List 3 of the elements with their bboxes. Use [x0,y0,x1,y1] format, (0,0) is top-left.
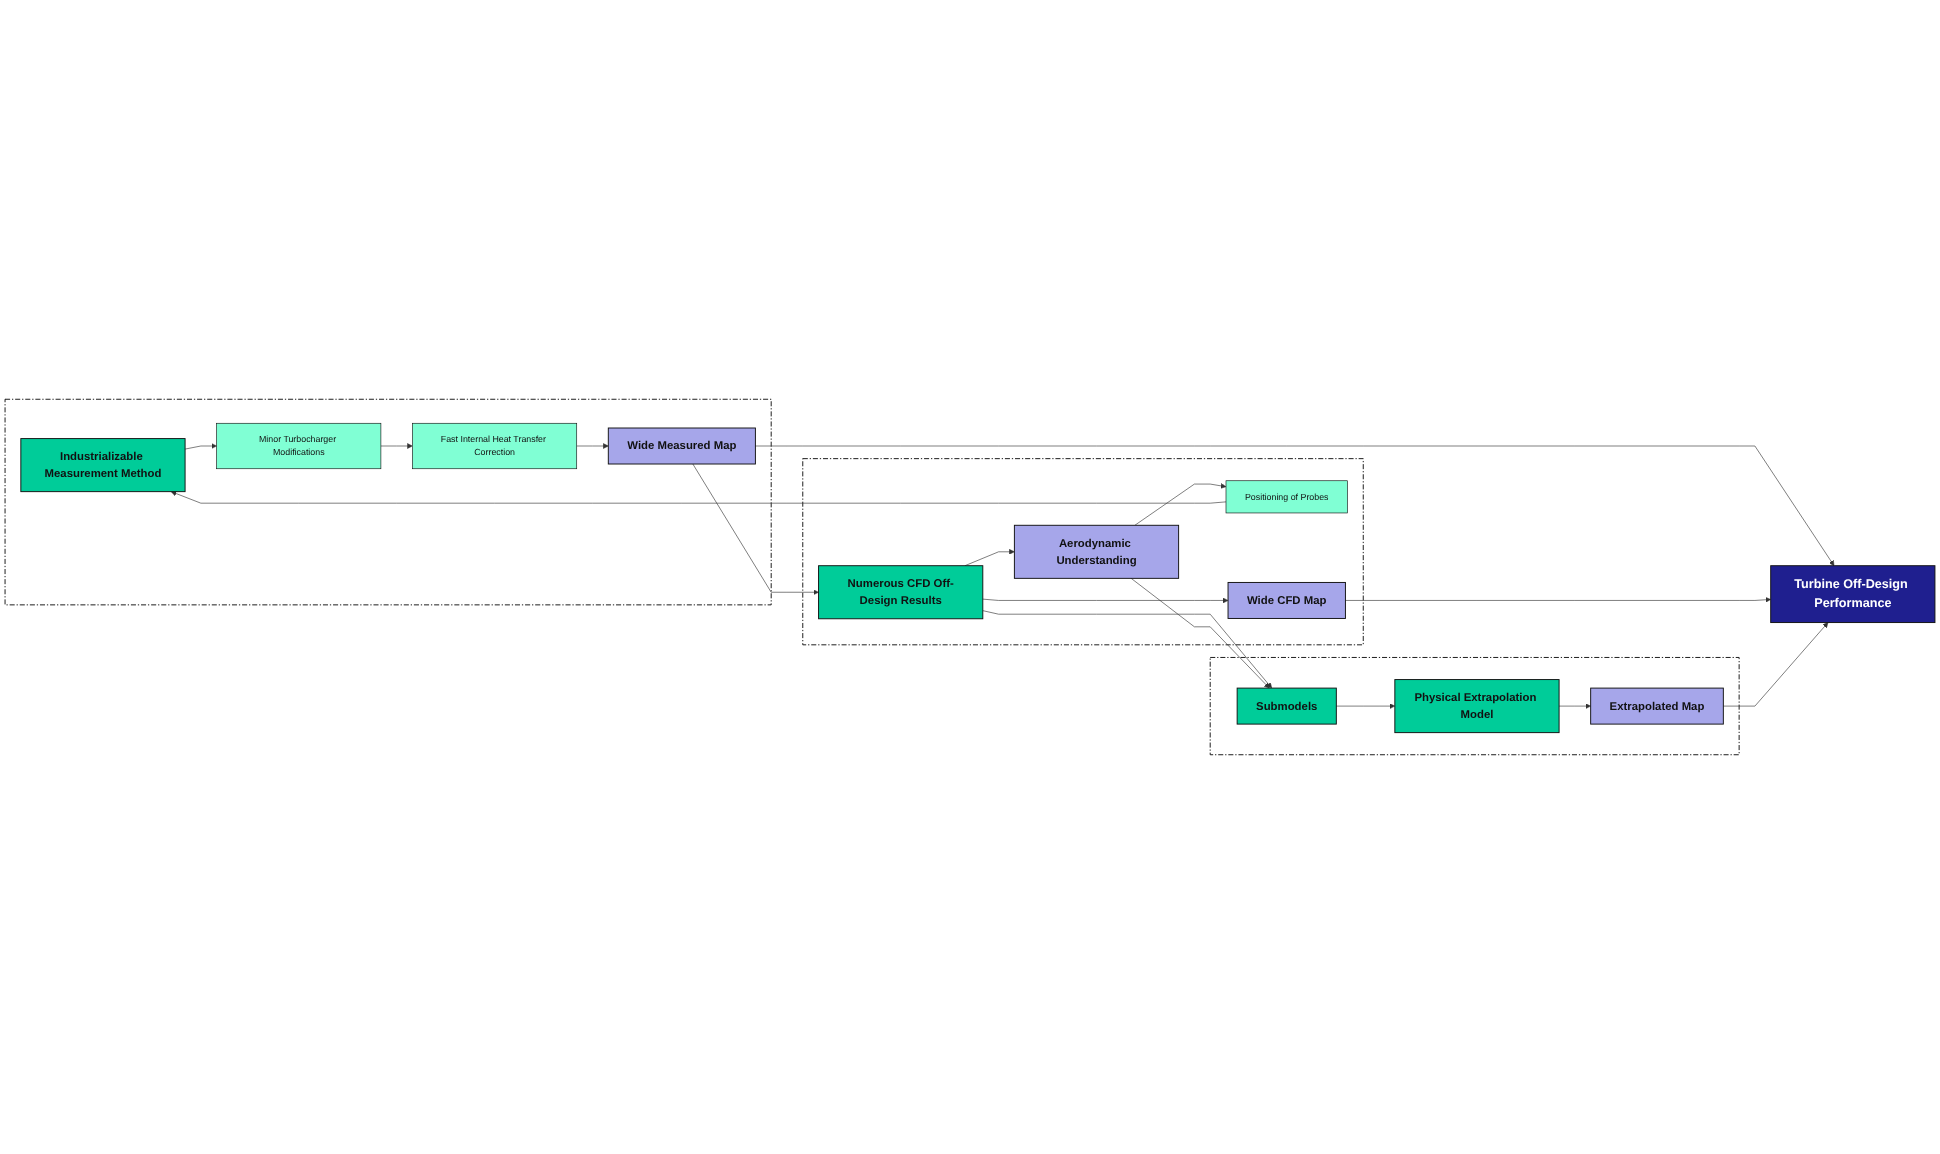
cluster [802,458,1364,646]
cluster [1209,657,1740,756]
cluster [4,398,772,606]
